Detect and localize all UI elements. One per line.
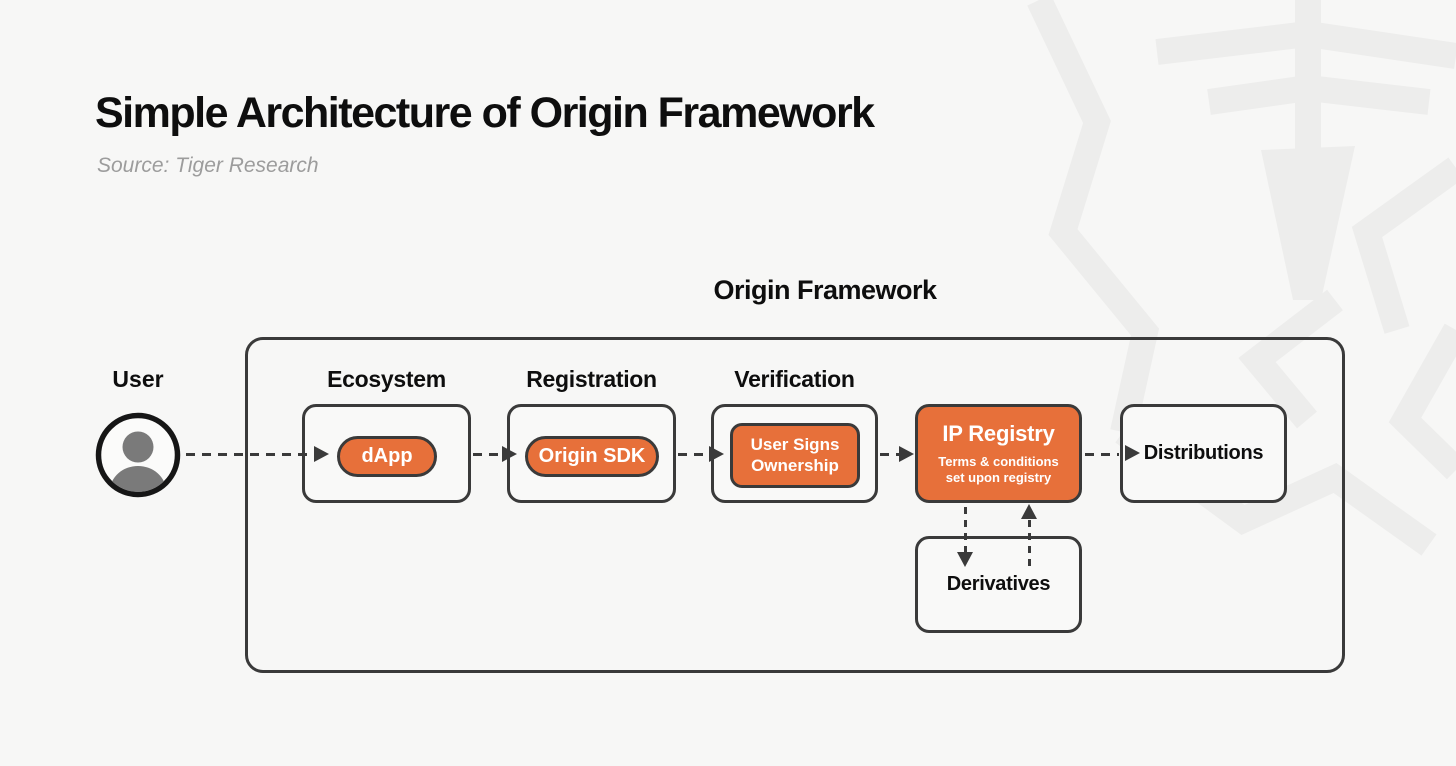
ip-registry-subtitle: Terms & conditions set upon registry bbox=[938, 453, 1059, 485]
stage-label-registration: Registration bbox=[526, 366, 657, 392]
derivatives-box: Derivatives bbox=[915, 536, 1082, 633]
page-title: Simple Architecture of Origin Framework bbox=[95, 89, 875, 137]
source-caption: Source: Tiger Research bbox=[97, 154, 319, 177]
framework-title: Origin Framework bbox=[713, 275, 937, 305]
distributions-label: Distributions bbox=[1143, 442, 1264, 464]
origin-framework-box bbox=[245, 337, 1345, 673]
ip-registry-box: IP Registry Terms & conditions set upon … bbox=[915, 404, 1082, 503]
user-avatar-icon bbox=[95, 412, 181, 498]
arrowhead-verification-icon bbox=[709, 446, 724, 462]
origin-sdk-node: Origin SDK bbox=[525, 436, 659, 477]
arrowhead-registration-icon bbox=[502, 446, 517, 462]
arrowhead-up-ip-registry-icon bbox=[1021, 504, 1037, 519]
arrow-into-distributions-icon bbox=[1125, 445, 1140, 461]
dapp-node: dApp bbox=[337, 436, 437, 477]
arrowhead-ecosystem-icon bbox=[314, 446, 329, 462]
user-label: User bbox=[112, 366, 164, 392]
arrow-registration-to-verification bbox=[678, 453, 709, 456]
arrowhead-ip-registry-icon bbox=[899, 446, 914, 462]
arrowhead-derivatives-icon bbox=[957, 552, 973, 567]
arrow-derivatives-to-ip-registry bbox=[1028, 520, 1031, 567]
arrow-user-to-ecosystem bbox=[186, 453, 314, 456]
arrow-ecosystem-to-registration bbox=[473, 453, 502, 456]
ip-registry-title: IP Registry bbox=[942, 420, 1055, 446]
distributions-box: Distributions bbox=[1120, 404, 1287, 503]
derivatives-label: Derivatives bbox=[946, 573, 1051, 595]
user-signs-ownership-node: User Signs Ownership bbox=[730, 423, 860, 488]
stage-label-verification: Verification bbox=[734, 366, 855, 392]
arrow-verification-to-ip-registry bbox=[880, 453, 899, 456]
stage-label-ecosystem: Ecosystem bbox=[327, 366, 446, 392]
arrow-ip-registry-to-distributions bbox=[1085, 453, 1119, 456]
arrow-ip-registry-to-derivatives bbox=[964, 507, 967, 552]
